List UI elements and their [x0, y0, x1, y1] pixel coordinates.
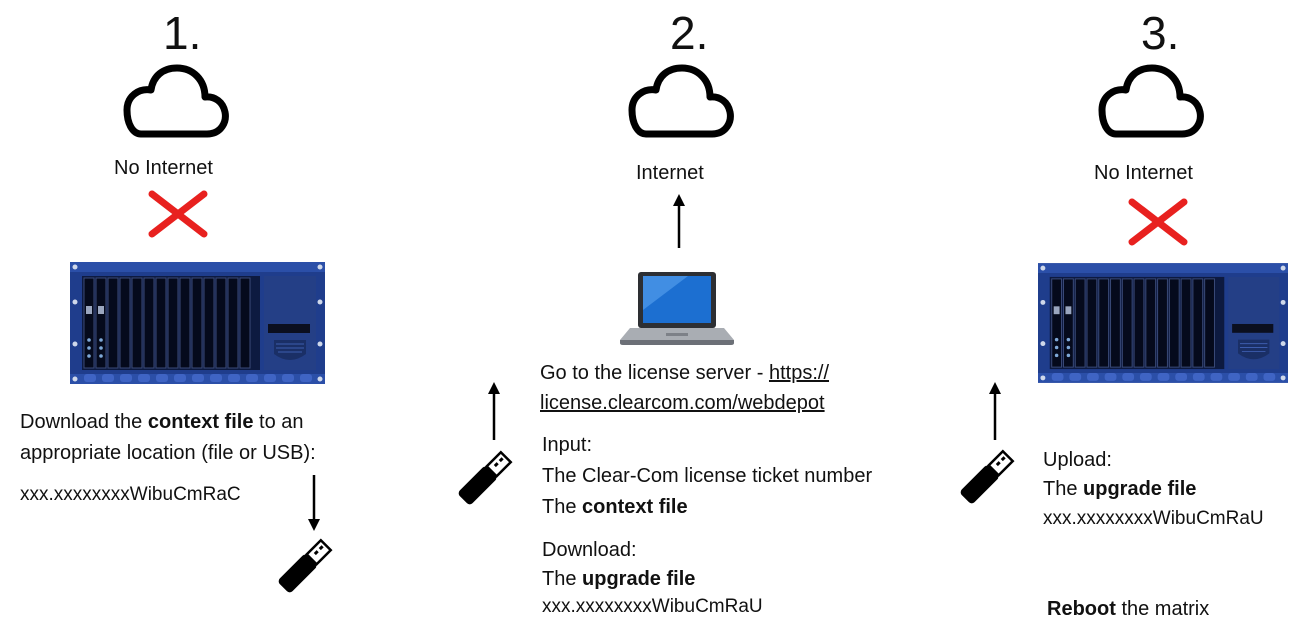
red-cross-icon — [148, 190, 208, 238]
step-2-server-text: Go to the license server - — [540, 362, 769, 384]
step-1-instruction-line-1: Download the context file to an — [20, 409, 304, 435]
usb-stick-icon — [960, 449, 1015, 504]
step-1-text-bold: context file — [147, 411, 254, 433]
step-1-filename: xxx.xxxxxxxxWibuCmRaC — [20, 484, 241, 505]
step-2-download-filename: xxx.xxxxxxxxWibuCmRaU — [542, 596, 763, 617]
step-2-input-line-1: The Clear-Com license ticket number — [542, 465, 873, 487]
step-1-instruction-line-2: appropriate location (file or USB): — [20, 442, 316, 464]
step-2-download-line-1-bold: upgrade file — [582, 568, 696, 590]
step-2-cloud-label: Internet — [636, 162, 704, 184]
arrow-icon — [673, 194, 685, 248]
red-cross-icon — [1128, 198, 1188, 246]
matrix-frame-icon — [1038, 263, 1288, 383]
laptop-icon — [620, 272, 734, 345]
step-1-text-pre: Download the — [20, 411, 148, 433]
cloud-icon — [1098, 64, 1204, 138]
step-3-upload-line-1-pre: The — [1043, 478, 1084, 500]
step-3-upload-heading: Upload: — [1043, 449, 1112, 471]
step-2-input-line-2-pre: The — [542, 496, 583, 518]
step-2-download-line-1-pre: The — [542, 568, 583, 590]
arrow-icon — [989, 382, 1001, 440]
step-2-download-line-1: The upgrade file — [542, 566, 695, 592]
cloud-icon — [628, 64, 734, 138]
step-1-text-post: to an — [253, 411, 304, 433]
step-1-cloud-label: No Internet — [114, 157, 213, 179]
license-server-link-part-1[interactable]: https:// — [768, 362, 830, 384]
step-2-server-line-2: license.clearcom.com/webdepot — [540, 390, 825, 416]
matrix-frame-icon — [70, 262, 325, 384]
step-2-input-line-2: The context file — [542, 494, 688, 520]
step-3-upload-line-1-bold: upgrade file — [1083, 478, 1197, 500]
arrow-icon — [308, 475, 320, 531]
step-1-number: 1. — [163, 7, 202, 59]
step-3-reboot-bold: Reboot — [1047, 598, 1116, 620]
step-2-input-line-2-bold: context file — [582, 496, 688, 518]
step-2-download-heading: Download: — [542, 539, 637, 561]
step-2-number: 2. — [670, 7, 709, 59]
step-3-reboot-post: the matrix — [1115, 598, 1210, 620]
cloud-icon — [123, 64, 229, 138]
step-3-reboot-line: Reboot the matrix — [1047, 596, 1209, 622]
usb-stick-icon — [278, 538, 333, 593]
step-3-upload-line-1: The upgrade file — [1043, 476, 1196, 502]
step-2-input-heading: Input: — [542, 434, 593, 456]
step-3-upload-filename: xxx.xxxxxxxxWibuCmRaU — [1043, 508, 1264, 529]
step-3-cloud-label: No Internet — [1094, 162, 1193, 184]
step-2-server-line-1: Go to the license server - https:// — [540, 360, 829, 386]
arrow-icon — [488, 382, 500, 440]
usb-stick-icon — [458, 450, 513, 505]
step-3-number: 3. — [1141, 7, 1180, 59]
license-server-link-part-2[interactable]: license.clearcom.com/webdepot — [540, 392, 825, 414]
